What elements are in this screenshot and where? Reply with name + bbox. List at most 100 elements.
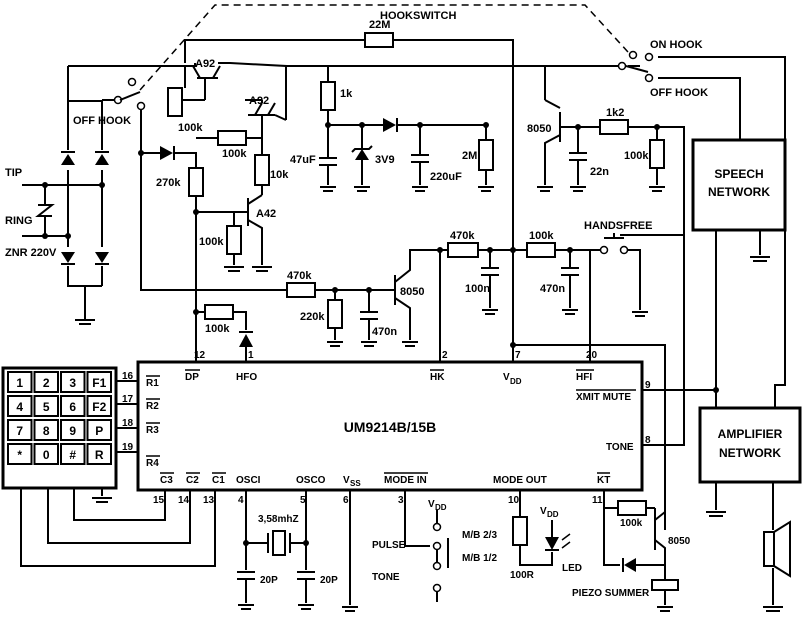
resistor-100k-right: 100k bbox=[624, 127, 665, 192]
piezo-label: PIEZO SUMMER bbox=[572, 588, 650, 599]
label-20p-2: 20P bbox=[320, 575, 338, 586]
keypad-key-label: F2 bbox=[92, 400, 106, 414]
keypad-key bbox=[7, 443, 33, 465]
label-100k-base: 100k bbox=[178, 122, 203, 134]
keypad-column-wiring bbox=[20, 488, 216, 567]
label-22m: 22M bbox=[369, 19, 390, 31]
pin-r1-label: R1 bbox=[146, 378, 159, 389]
capacitor-47uf: 47uF bbox=[290, 125, 337, 192]
label-470n-left: 470n bbox=[372, 326, 397, 338]
vdd-led-label: V bbox=[540, 506, 547, 517]
pin-osci-label: OSCI bbox=[236, 475, 261, 486]
ic-chip: UM9214B/15B bbox=[136, 360, 644, 492]
pin-c2-label: C2 bbox=[186, 475, 199, 486]
mode-out-led: V DD 100R LED bbox=[510, 490, 582, 581]
pin-tone-label: TONE bbox=[606, 442, 634, 453]
pin-18-num: 18 bbox=[122, 418, 134, 429]
transistor-8050-top: 8050 bbox=[527, 99, 600, 192]
keypad-key bbox=[60, 371, 86, 393]
zener-3v9: 3V9 bbox=[351, 125, 395, 192]
label-100k-mid: 100k bbox=[222, 148, 247, 160]
label-47uf: 47uF bbox=[290, 154, 316, 166]
label-10k: 10k bbox=[270, 169, 289, 181]
transistor-a42: A42 bbox=[193, 194, 276, 272]
pin-osco-label: OSCO bbox=[296, 475, 326, 486]
pin-17-num: 17 bbox=[122, 394, 134, 405]
resistor-470k-mid: 470k bbox=[286, 270, 395, 298]
keypad-key bbox=[7, 395, 33, 417]
keypad-key-label: F1 bbox=[92, 376, 106, 390]
vdd-switch-label: V bbox=[428, 499, 435, 510]
amplifier-network: AMPLIFIER NETWORK bbox=[698, 406, 802, 612]
top-wiring bbox=[67, 39, 786, 420]
keypad-key-label: 6 bbox=[69, 400, 76, 414]
mb12-label: M/B 1/2 bbox=[462, 553, 497, 564]
capacitor-470n-left: 470n bbox=[360, 290, 397, 347]
pin-hfo-label: HFO bbox=[236, 372, 257, 383]
pin-modeout-label: MODE OUT bbox=[493, 475, 547, 486]
label-100k-kt: 100k bbox=[620, 518, 643, 529]
keypad-key-label: 1 bbox=[16, 376, 23, 390]
mb23-label: M/B 2/3 bbox=[462, 530, 497, 541]
vdd-led-sub: DD bbox=[547, 510, 559, 519]
transistor-8050-mid: 8050 bbox=[394, 249, 440, 347]
pin-5-num: 5 bbox=[300, 495, 306, 506]
transistor-a92-1: A92 bbox=[175, 58, 221, 101]
speech-label-2: NETWORK bbox=[708, 185, 770, 199]
keypad-key-label: 0 bbox=[43, 448, 50, 462]
pin-modein-label: MODE IN bbox=[384, 475, 427, 486]
keypad-key bbox=[86, 443, 112, 465]
keypad-key bbox=[86, 395, 112, 417]
mode-switch: V DD PULSE TONE M/B 2/3 M/B 1/2 bbox=[372, 490, 497, 602]
pin-10-num: 10 bbox=[508, 495, 520, 506]
pin-3-num: 3 bbox=[398, 495, 404, 506]
resistor-100k-base: 100k bbox=[167, 87, 203, 134]
keypad-key bbox=[33, 371, 59, 393]
label-20p-1: 20P bbox=[260, 575, 278, 586]
handsfree-label: HANDSFREE bbox=[584, 220, 652, 232]
resistor-10k: 10k bbox=[254, 154, 289, 195]
ic-bottom-pins: C3 C2 C1 OSCI OSCO V SS MODE IN MODE OUT… bbox=[153, 472, 610, 506]
keypad-key bbox=[60, 443, 86, 465]
keypad-key-label: 8 bbox=[43, 424, 50, 438]
keypad-key-label: 5 bbox=[43, 400, 50, 414]
pin-14-num: 14 bbox=[178, 495, 190, 506]
keypad-key-label: R bbox=[95, 448, 104, 462]
pin-13-num: 13 bbox=[203, 495, 215, 506]
label-100k-a42: 100k bbox=[199, 236, 224, 248]
pin-7-num: 7 bbox=[515, 350, 521, 361]
pin-r3-label: R3 bbox=[146, 425, 159, 436]
diode-bridge: TIP RING ZNR 220V bbox=[5, 100, 109, 325]
resistor-100k-mid: 100k bbox=[196, 130, 262, 160]
pin-vss-sub: SS bbox=[350, 479, 361, 488]
rail-under-1k bbox=[325, 118, 489, 140]
keypad-key bbox=[33, 395, 59, 417]
on-hook-label: ON HOOK bbox=[650, 39, 703, 51]
keypad-key-label: P bbox=[95, 424, 103, 438]
pin-16-num: 16 bbox=[122, 371, 134, 382]
crystal-label: 3,58mhZ bbox=[258, 514, 299, 525]
resistor-470k-top: 470k bbox=[437, 230, 600, 355]
keypad-key-label: 2 bbox=[43, 376, 50, 390]
pulse-label: PULSE bbox=[372, 540, 406, 551]
label-22n: 22n bbox=[590, 166, 609, 178]
label-220k: 220k bbox=[300, 311, 325, 323]
keypad-key-label: 4 bbox=[16, 400, 23, 414]
pin-20-num: 20 bbox=[586, 350, 598, 361]
amplifier-label-1: AMPLIFIER bbox=[718, 427, 783, 441]
ic-left-pins: 16 R1 17 R2 18 R3 19 R4 bbox=[116, 371, 160, 469]
pin-xmit-label: XMIT MUTE bbox=[576, 392, 631, 403]
label-2m: 2M bbox=[462, 150, 477, 162]
pin-hfi-label: HFI bbox=[576, 372, 592, 383]
label-220uf: 220uF bbox=[430, 171, 462, 183]
label-1k: 1k bbox=[340, 88, 353, 100]
diode-left bbox=[138, 146, 197, 168]
keypad-key bbox=[86, 371, 112, 393]
ic-right-pins: 9 XMIT MUTE 8 TONE bbox=[576, 235, 717, 453]
pin-2-num: 2 bbox=[442, 350, 448, 361]
label-100r: 100R bbox=[510, 570, 535, 581]
keypad-key bbox=[86, 419, 112, 441]
keypad-key bbox=[7, 419, 33, 441]
pin-hk-label: HK bbox=[430, 372, 445, 383]
label-100n: 100n bbox=[465, 283, 490, 295]
